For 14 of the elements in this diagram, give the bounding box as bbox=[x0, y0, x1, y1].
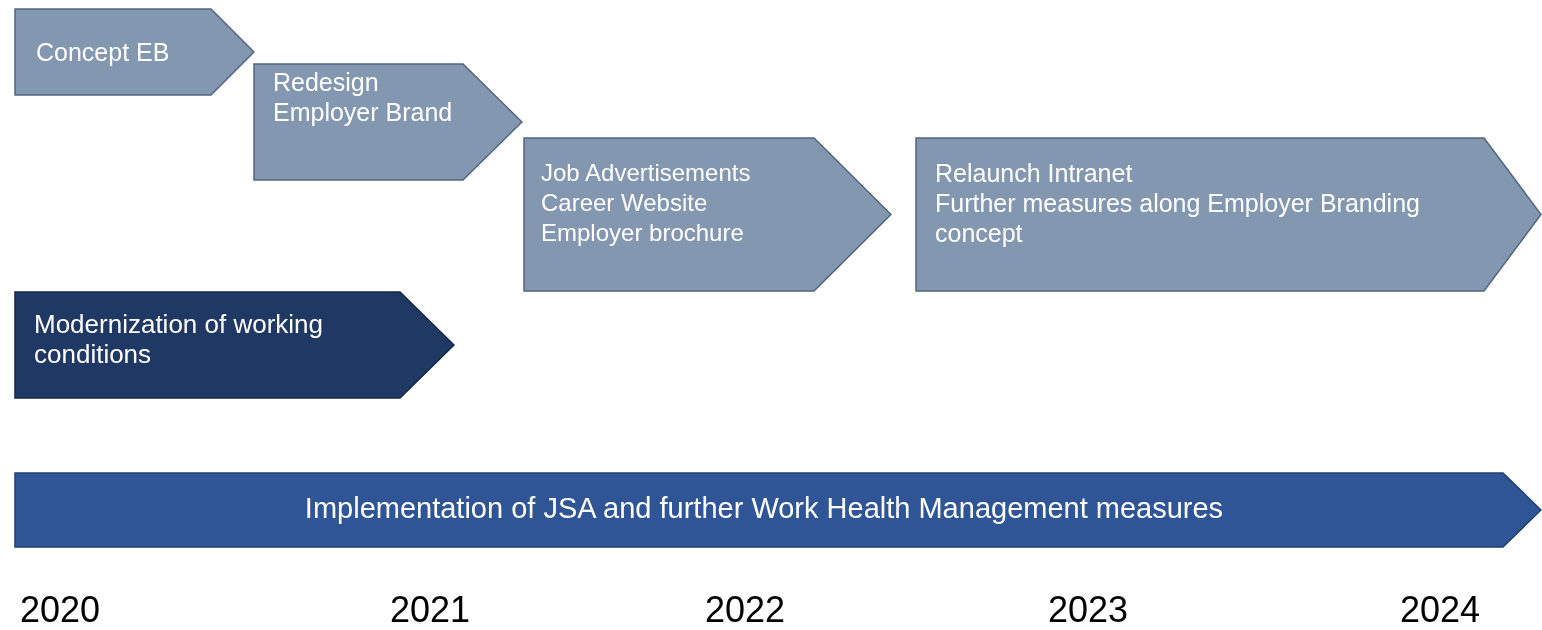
milestone-text: Further measures along Employer Branding concept bbox=[935, 188, 1421, 248]
milestone-text: Job Advertisements bbox=[541, 158, 752, 188]
milestone-text: Redesign Employer Brand bbox=[273, 67, 453, 127]
milestone-text: Implementation of JSA and further Work Health Management measures bbox=[303, 493, 1225, 523]
year-label: 2021 bbox=[390, 590, 471, 630]
year-label: 2020 bbox=[20, 590, 101, 630]
milestone-text: Career Website bbox=[541, 188, 709, 218]
year-label: 2024 bbox=[1400, 590, 1481, 630]
year-label: 2022 bbox=[705, 590, 786, 630]
year-label: 2023 bbox=[1048, 590, 1129, 630]
milestone-text: Modernization of working conditions bbox=[34, 309, 325, 369]
milestone-text: Concept EB bbox=[36, 37, 171, 67]
milestone-text: Employer brochure bbox=[541, 218, 745, 248]
milestone-text: Relaunch Intranet bbox=[935, 158, 1134, 188]
